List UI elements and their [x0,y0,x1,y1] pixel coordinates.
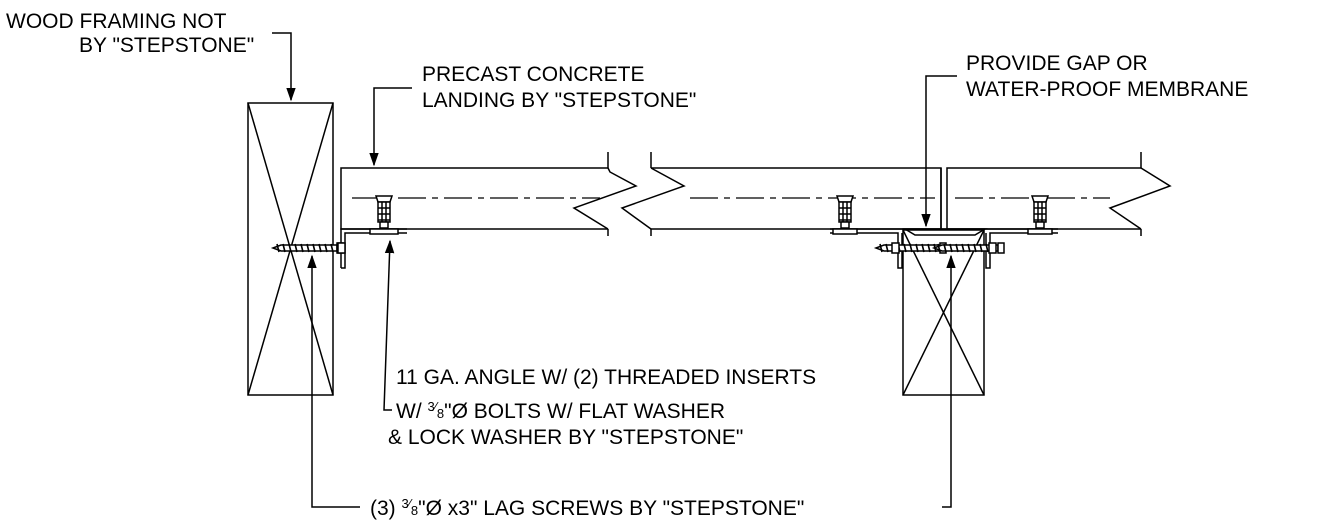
note-precast-2: LANDING BY "STEPSTONE" [422,89,696,112]
precast-landing-segment-2 [620,152,942,236]
membrane-wedge [902,228,988,236]
threaded-insert-1 [375,195,393,229]
precast-landing-segment-1 [340,152,638,236]
leader-precast [369,87,412,167]
note-lag-screws: (3) 3⁄8"Ø x3" LAG SCREWS BY "STEPSTONE" [370,496,804,520]
angle-left [340,228,407,269]
bolts-prefix: W/ [396,400,428,423]
leader-bolts [383,239,395,411]
bolts-frac-den: 8 [437,406,444,421]
note-precast-1: PRECAST CONCRETE [422,63,644,86]
note-wood-framing-1: WOOD FRAMING NOT [6,10,227,33]
note-gap-1: PROVIDE GAP OR [966,52,1148,75]
lag-frac-den: 8 [411,503,418,518]
lag-suffix: "Ø x3" LAG SCREWS BY "STEPSTONE" [418,497,804,520]
note-bolts-2: & LOCK WASHER BY "STEPSTONE" [388,426,743,449]
note-bolts-1: W/ 3⁄8"Ø BOLTS W/ FLAT WASHER [396,399,725,423]
leader-wood-framing [272,32,296,102]
note-wood-framing-2: BY "STEPSTONE" [79,34,254,57]
lag-washer-left [337,242,346,254]
precast-landing-segment-3 [946,152,1172,236]
leader-gap [921,75,957,228]
note-angle: 11 GA. ANGLE W/ (2) THREADED INSERTS [396,366,816,389]
lag-prefix: (3) [370,497,402,520]
lag-washer-right-a [891,242,900,254]
note-gap-2: WATER-PROOF MEMBRANE [966,78,1248,101]
threaded-insert-3 [1031,195,1049,229]
lag-frac-num: 3 [402,496,409,511]
threaded-insert-2 [836,195,854,229]
lag-washer-right-b [988,242,997,254]
lag-screw-left [272,242,344,254]
leader-lag-left [307,254,360,508]
leader-lag-right [942,254,956,508]
wood-framing-right [902,229,985,396]
bolts-frac-num: 3 [428,399,435,414]
bolts-suffix: "Ø BOLTS W/ FLAT WASHER [444,400,725,423]
